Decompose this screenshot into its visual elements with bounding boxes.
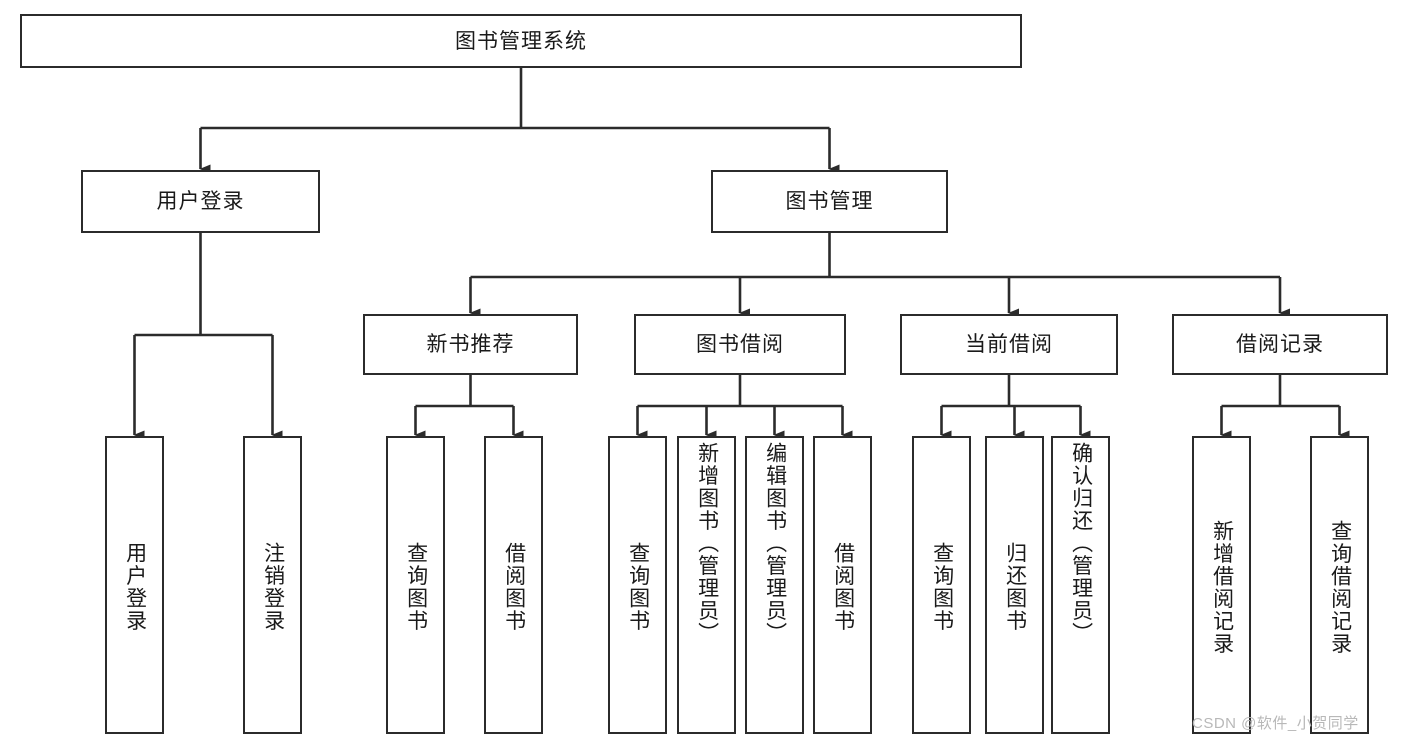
node-root[interactable]: 图书管理系统 <box>20 14 1022 68</box>
node-book-borrowing[interactable]: 图书借阅 <box>634 314 846 375</box>
leaf-borrow-books-borrowing-label: 借阅图书 <box>831 542 855 632</box>
node-current-borrowing[interactable]: 当前借阅 <box>900 314 1118 375</box>
leaf-user-login-label: 用户登录 <box>123 542 147 632</box>
node-book-management-label: 图书管理 <box>785 190 874 213</box>
leaf-query-borrow-record-label: 查询借阅记录 <box>1328 519 1352 655</box>
leaf-query-books-current-label: 查询图书 <box>930 542 954 632</box>
node-borrowing-record[interactable]: 借阅记录 <box>1172 314 1388 375</box>
leaf-borrow-books-borrowing[interactable]: 借阅图书 <box>813 436 872 734</box>
leaf-edit-book-admin-label: 编辑图书（管理员） <box>763 442 787 645</box>
connector-group <box>133 68 1350 440</box>
node-book-management[interactable]: 图书管理 <box>711 170 948 233</box>
leaf-add-borrow-record-label: 新增借阅记录 <box>1210 519 1234 655</box>
leaf-confirm-return-admin[interactable]: 确认归还（管理员） <box>1051 436 1110 734</box>
leaf-logout[interactable]: 注销登录 <box>243 436 302 734</box>
leaf-confirm-return-admin-label: 确认归还（管理员） <box>1069 442 1093 645</box>
node-user-login[interactable]: 用户登录 <box>81 170 320 233</box>
leaf-query-books-recommend-label: 查询图书 <box>404 542 428 632</box>
leaf-add-book-admin[interactable]: 新增图书（管理员） <box>677 436 736 734</box>
leaf-query-books-recommend[interactable]: 查询图书 <box>386 436 445 734</box>
leaf-return-books-label: 归还图书 <box>1003 542 1027 632</box>
leaf-query-borrow-record[interactable]: 查询借阅记录 <box>1310 436 1369 734</box>
node-root-label: 图书管理系统 <box>455 29 587 53</box>
node-book-borrowing-label: 图书借阅 <box>696 333 784 356</box>
node-new-book-recommendation[interactable]: 新书推荐 <box>363 314 578 375</box>
node-user-login-label: 用户登录 <box>156 190 245 213</box>
leaf-add-book-admin-label: 新增图书（管理员） <box>695 442 719 645</box>
leaf-return-books[interactable]: 归还图书 <box>985 436 1044 734</box>
leaf-logout-label: 注销登录 <box>261 542 285 632</box>
leaf-query-books-borrowing-label: 查询图书 <box>626 542 650 632</box>
leaf-borrow-books-recommend-label: 借阅图书 <box>502 542 526 632</box>
node-borrowing-record-label: 借阅记录 <box>1236 333 1324 356</box>
node-current-borrowing-label: 当前借阅 <box>965 333 1053 356</box>
leaf-query-books-current[interactable]: 查询图书 <box>912 436 971 734</box>
leaf-query-books-borrowing[interactable]: 查询图书 <box>608 436 667 734</box>
watermark-text: CSDN @软件_小贺同学 <box>1192 715 1359 732</box>
leaf-edit-book-admin[interactable]: 编辑图书（管理员） <box>745 436 804 734</box>
node-new-book-recommendation-label: 新书推荐 <box>426 333 515 356</box>
leaf-user-login[interactable]: 用户登录 <box>105 436 164 734</box>
leaf-add-borrow-record[interactable]: 新增借阅记录 <box>1192 436 1251 734</box>
leaf-borrow-books-recommend[interactable]: 借阅图书 <box>484 436 543 734</box>
